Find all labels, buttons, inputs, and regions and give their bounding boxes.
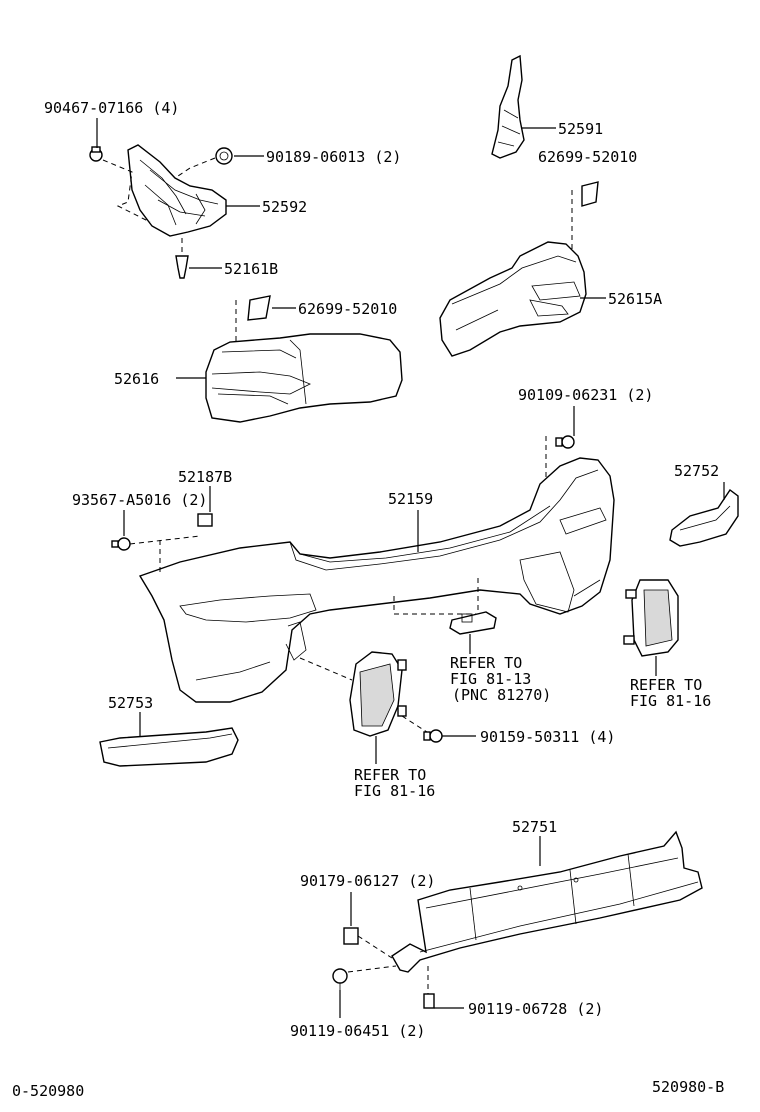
label-52615a: 52615A xyxy=(608,290,662,308)
label-refer-fig-81-13-line3: (PNC 81270) xyxy=(452,686,551,704)
label-52592: 52592 xyxy=(262,198,307,216)
label-52751: 52751 xyxy=(512,818,557,836)
label-refer-fig-81-13-line1: REFER TO xyxy=(450,654,522,672)
part-52753-reflector xyxy=(99,727,239,767)
label-90109-06231: 90109-06231 (2) xyxy=(518,386,653,404)
clip-90467 xyxy=(89,146,103,162)
clip-93567 xyxy=(111,537,131,551)
clip-52187b xyxy=(197,513,213,527)
label-52753: 52753 xyxy=(108,694,153,712)
bolt-90159 xyxy=(423,729,443,743)
label-refer-fig-81-16-left-line2: FIG 81-16 xyxy=(354,782,435,800)
part-52591-bracket xyxy=(491,54,525,159)
label-90159-50311: 90159-50311 (4) xyxy=(480,728,615,746)
label-90119-06451: 90119-06451 (2) xyxy=(290,1022,425,1040)
lamp-left-ref xyxy=(349,651,407,737)
part-52751-spoiler xyxy=(391,830,703,973)
label-52616: 52616 xyxy=(114,370,159,388)
footer-right-code: 520980-B xyxy=(652,1078,724,1096)
label-62699-52010-top: 62699-52010 xyxy=(538,148,637,166)
bolt-90109 xyxy=(555,435,575,449)
part-52616-absorber xyxy=(205,333,403,423)
bolt-90119-left xyxy=(332,968,348,990)
clip-90179 xyxy=(343,927,359,945)
clip-52161b xyxy=(175,255,189,279)
label-90467-07166: 90467-07166 (4) xyxy=(44,99,179,117)
label-62699-52010-mid: 62699-52010 xyxy=(298,300,397,318)
part-license-lamp-ref xyxy=(449,611,497,635)
part-52159-bumper-cover xyxy=(138,457,615,703)
label-90119-06728: 90119-06728 (2) xyxy=(468,1000,603,1018)
label-refer-fig-81-16-right-line1: REFER TO xyxy=(630,676,702,694)
label-refer-fig-81-16-left-line1: REFER TO xyxy=(354,766,426,784)
label-refer-fig-81-13-line2: FIG 81-13 xyxy=(450,670,531,688)
part-52615a-absorber xyxy=(439,241,587,357)
pad-62699-mid xyxy=(247,295,271,321)
clip-90189 xyxy=(215,147,233,165)
bolt-90119-mid xyxy=(423,993,435,1009)
label-refer-fig-81-16-right-line2: FIG 81-16 xyxy=(630,692,711,710)
label-90189-06013: 90189-06013 (2) xyxy=(266,148,401,166)
lamp-right-ref xyxy=(623,579,679,657)
label-90179-06127: 90179-06127 (2) xyxy=(300,872,435,890)
footer-left-code: 0-520980 xyxy=(12,1082,84,1100)
label-52187b: 52187B xyxy=(178,468,232,486)
part-52752-reflector xyxy=(669,488,739,547)
pad-62699-top xyxy=(581,181,599,207)
label-52591: 52591 xyxy=(558,120,603,138)
label-52159: 52159 xyxy=(388,490,433,508)
label-52752: 52752 xyxy=(674,462,719,480)
label-93567-a5016: 93567-A5016 (2) xyxy=(72,491,207,509)
part-52592-bracket xyxy=(127,144,227,237)
label-52161b: 52161B xyxy=(224,260,278,278)
